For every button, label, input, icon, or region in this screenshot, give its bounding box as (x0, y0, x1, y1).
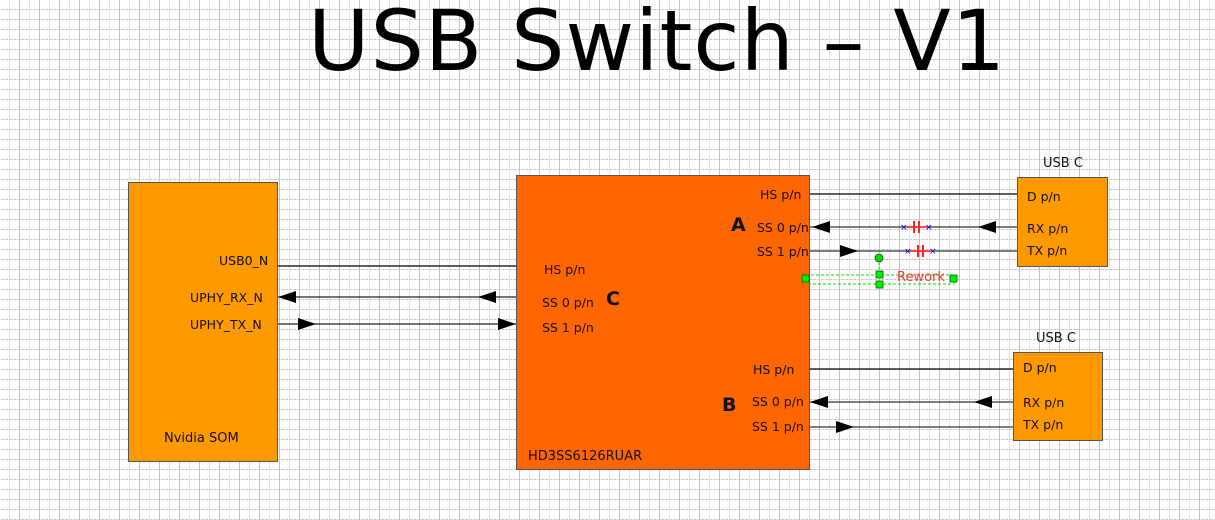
port-a-pin-ss0: SS 0 p/n (757, 220, 809, 235)
arrow-a-ss0-right (978, 221, 996, 233)
usbc-1-pin-rx: RX p/n (1027, 221, 1069, 236)
port-a-pin-hs: HS p/n (760, 187, 802, 202)
rework-label[interactable]: Rework (897, 270, 945, 285)
arrow-uphy-tx-right-end (498, 318, 516, 330)
diagram-title: USB Switch – V1 (308, 0, 1007, 90)
usb-switch-chip-block[interactable]: HS p/n SS 0 p/n SS 1 p/n C HS p/n SS 0 p… (516, 175, 810, 470)
usbc-2-title: USB C (1036, 331, 1076, 346)
usbc-1-pin-tx: TX p/n (1027, 243, 1068, 258)
arrow-uphy-rx-mid (478, 291, 496, 303)
rework-selection[interactable] (801, 253, 958, 289)
arrow-b-ss0-left-end (810, 396, 828, 408)
arrow-a-ss0-left-end (812, 221, 830, 233)
som-name: Nvidia SOM (164, 431, 239, 446)
port-a-label: A (731, 214, 746, 236)
som-pin-usb0: USB0_N (219, 253, 269, 268)
port-b-pin-hs: HS p/n (753, 362, 795, 377)
nvidia-som-block[interactable]: USB0_N UPHY_RX_N UPHY_TX_N Nvidia SOM (128, 182, 278, 462)
port-b-label: B (722, 394, 737, 416)
usbc-2-block[interactable]: D p/n RX p/n TX p/n (1013, 352, 1103, 441)
port-c-pin-hs: HS p/n (544, 262, 586, 277)
arrow-a-ss1-mid (840, 245, 858, 257)
port-a-pin-ss1: SS 1 p/n (757, 244, 809, 259)
arrow-b-ss0-right (974, 396, 992, 408)
usbc-1-block[interactable]: D p/n RX p/n TX p/n (1017, 177, 1108, 267)
port-c-label: C (606, 288, 620, 310)
port-c-pin-ss0: SS 0 p/n (542, 295, 594, 310)
capacitor-tx-icon[interactable]: × × (904, 245, 937, 257)
arrow-uphy-tx-mid (298, 318, 316, 330)
port-c-pin-ss1: SS 1 p/n (542, 320, 594, 335)
arrow-uphy-rx-left-end (278, 291, 296, 303)
som-pin-uphy-rx: UPHY_RX_N (190, 290, 263, 305)
usbc-2-pin-tx: TX p/n (1023, 417, 1064, 432)
som-pin-uphy-tx: UPHY_TX_N (190, 317, 262, 332)
usbc-2-pin-rx: RX p/n (1023, 395, 1065, 410)
svg-text:×: × (929, 247, 937, 257)
svg-text:×: × (904, 247, 912, 257)
usbc-1-pin-d: D p/n (1027, 189, 1061, 204)
svg-text:×: × (900, 223, 908, 233)
svg-text:×: × (925, 223, 933, 233)
usbc-2-pin-d: D p/n (1023, 360, 1057, 375)
chip-part-number: HD3SS6126RUAR (528, 449, 643, 464)
port-b-pin-ss1: SS 1 p/n (752, 419, 804, 434)
arrow-b-ss1-mid (836, 421, 854, 433)
usbc-1-title: USB C (1043, 156, 1083, 171)
port-b-pin-ss0: SS 0 p/n (752, 394, 804, 409)
capacitor-rx-icon[interactable]: × × (900, 221, 933, 233)
